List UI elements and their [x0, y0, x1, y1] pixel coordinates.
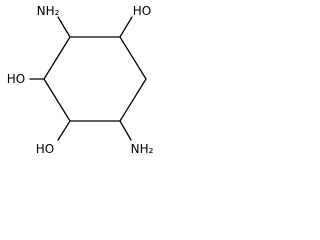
ring-bond-c5-c6 — [43, 78, 71, 122]
label-nh2-top: NH₂ — [37, 4, 60, 18]
bond-oh-top — [119, 16, 133, 38]
bond-nh2-bottom — [119, 120, 132, 141]
ring-bond-c6-c1 — [43, 36, 71, 80]
label-nh2-bottom: NH₂ — [131, 142, 154, 156]
bond-nh2-top — [57, 16, 71, 38]
label-oh-left: HO — [7, 72, 25, 86]
structure-diagram: NH₂ HO HO HO NH₂ — [0, 0, 160, 158]
ring-bond-c2-c3 — [119, 36, 147, 80]
cyclohexane-structure: NH₂ HO HO HO NH₂ — [7, 4, 154, 156]
ring-bond-c3-c4 — [119, 78, 147, 122]
label-oh-top-right: HO — [133, 4, 151, 18]
bond-oh-bottom — [57, 120, 71, 141]
label-oh-bottom: HO — [36, 142, 54, 156]
